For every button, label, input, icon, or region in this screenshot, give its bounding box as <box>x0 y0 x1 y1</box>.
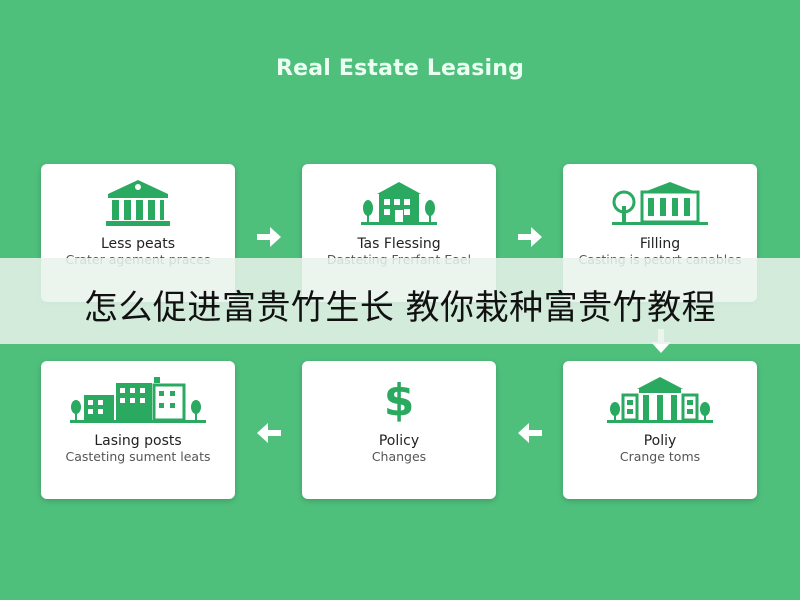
card-label: Lasing posts <box>94 433 182 449</box>
card-label: Filling <box>639 236 681 252</box>
arrow-left-icon <box>518 423 542 443</box>
arrow-left-icon <box>257 423 281 443</box>
arrow-right-icon <box>257 227 281 247</box>
svg-text:$: $ <box>384 375 415 425</box>
building-tree-icon <box>612 182 708 225</box>
card-label: Policy <box>378 433 420 449</box>
card-leasing-posts: Lasing posts Casteting sument leats <box>41 361 235 499</box>
banner-caption: 怎么促进富贵竹生长 教你栽种富贵竹教程 <box>83 288 717 328</box>
overlay-banner <box>0 258 800 344</box>
page-title: Real Estate Leasing <box>275 56 525 81</box>
card-label: Tas Flessing <box>357 236 441 252</box>
card-policy-changes: $ Policy Changes <box>302 361 496 499</box>
arrow-right-icon <box>518 227 542 247</box>
house-trees-icon <box>361 182 437 225</box>
card-subtitle: Crange toms <box>619 449 701 464</box>
city-buildings-icon <box>70 377 206 423</box>
card-label: Less peats <box>100 236 176 252</box>
card-label: Poliy <box>643 433 677 449</box>
card-subtitle: Casteting sument leats <box>65 449 211 464</box>
bank-building-icon <box>106 180 170 226</box>
card-policy-terms: Poliy Crange toms <box>563 361 757 499</box>
courthouse-icon <box>607 377 713 423</box>
card-subtitle: Changes <box>371 449 427 464</box>
dollar-icon: $ <box>384 375 415 425</box>
